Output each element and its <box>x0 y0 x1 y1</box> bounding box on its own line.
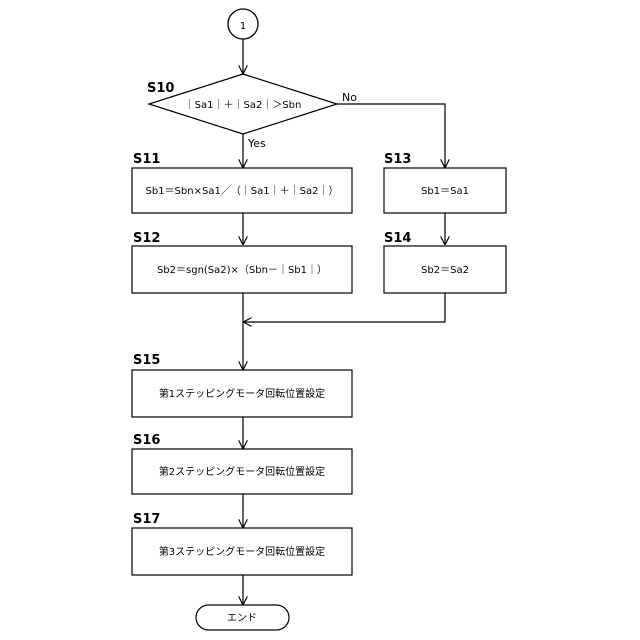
process-s15-text: 第1ステッピングモータ回転位置設定 <box>159 387 325 400</box>
arrow-s14-merge <box>243 293 445 322</box>
process-s14-text: Sb2＝Sa2 <box>421 265 469 276</box>
process-s11-text: Sb1＝Sbn×Sa1／（｜Sa1｜＋｜Sa2｜） <box>146 185 339 197</box>
process-s12: Sb2＝sgn(Sa2)×（Sbn－｜Sb1｜） <box>132 246 352 293</box>
end-terminal: エンド <box>196 605 289 630</box>
step-label-s14: S14 <box>384 231 411 246</box>
connector-label: 1 <box>240 21 246 32</box>
yes-label: Yes <box>247 137 266 150</box>
process-s16-text: 第2ステッピングモータ回転位置設定 <box>159 465 325 478</box>
process-s16: 第2ステッピングモータ回転位置設定 <box>132 449 352 494</box>
no-label: No <box>342 91 357 104</box>
step-label-s15: S15 <box>133 353 160 368</box>
process-s14: Sb2＝Sa2 <box>384 246 506 293</box>
step-label-s10: S10 <box>147 81 174 96</box>
step-label-s11: S11 <box>133 152 160 167</box>
process-s12-text: Sb2＝sgn(Sa2)×（Sbn－｜Sb1｜） <box>157 264 327 276</box>
process-s17: 第3ステッピングモータ回転位置設定 <box>132 528 352 575</box>
step-label-s12: S12 <box>133 231 160 246</box>
process-s11: Sb1＝Sbn×Sa1／（｜Sa1｜＋｜Sa2｜） <box>132 168 352 213</box>
step-label-s13: S13 <box>384 152 411 167</box>
step-label-s17: S17 <box>133 512 160 527</box>
process-s13-text: Sb1＝Sa1 <box>421 186 469 197</box>
process-s17-text: 第3ステッピングモータ回転位置設定 <box>159 545 325 558</box>
process-s15: 第1ステッピングモータ回転位置設定 <box>132 370 352 417</box>
step-label-s16: S16 <box>133 433 160 448</box>
end-terminal-text: エンド <box>227 613 257 624</box>
decision-s10-text: ｜Sa1｜＋｜Sa2｜＞Sbn <box>185 99 302 111</box>
start-connector: 1 <box>228 9 258 39</box>
process-s13: Sb1＝Sa1 <box>384 168 506 213</box>
decision-s10: ｜Sa1｜＋｜Sa2｜＞Sbn <box>149 74 337 134</box>
